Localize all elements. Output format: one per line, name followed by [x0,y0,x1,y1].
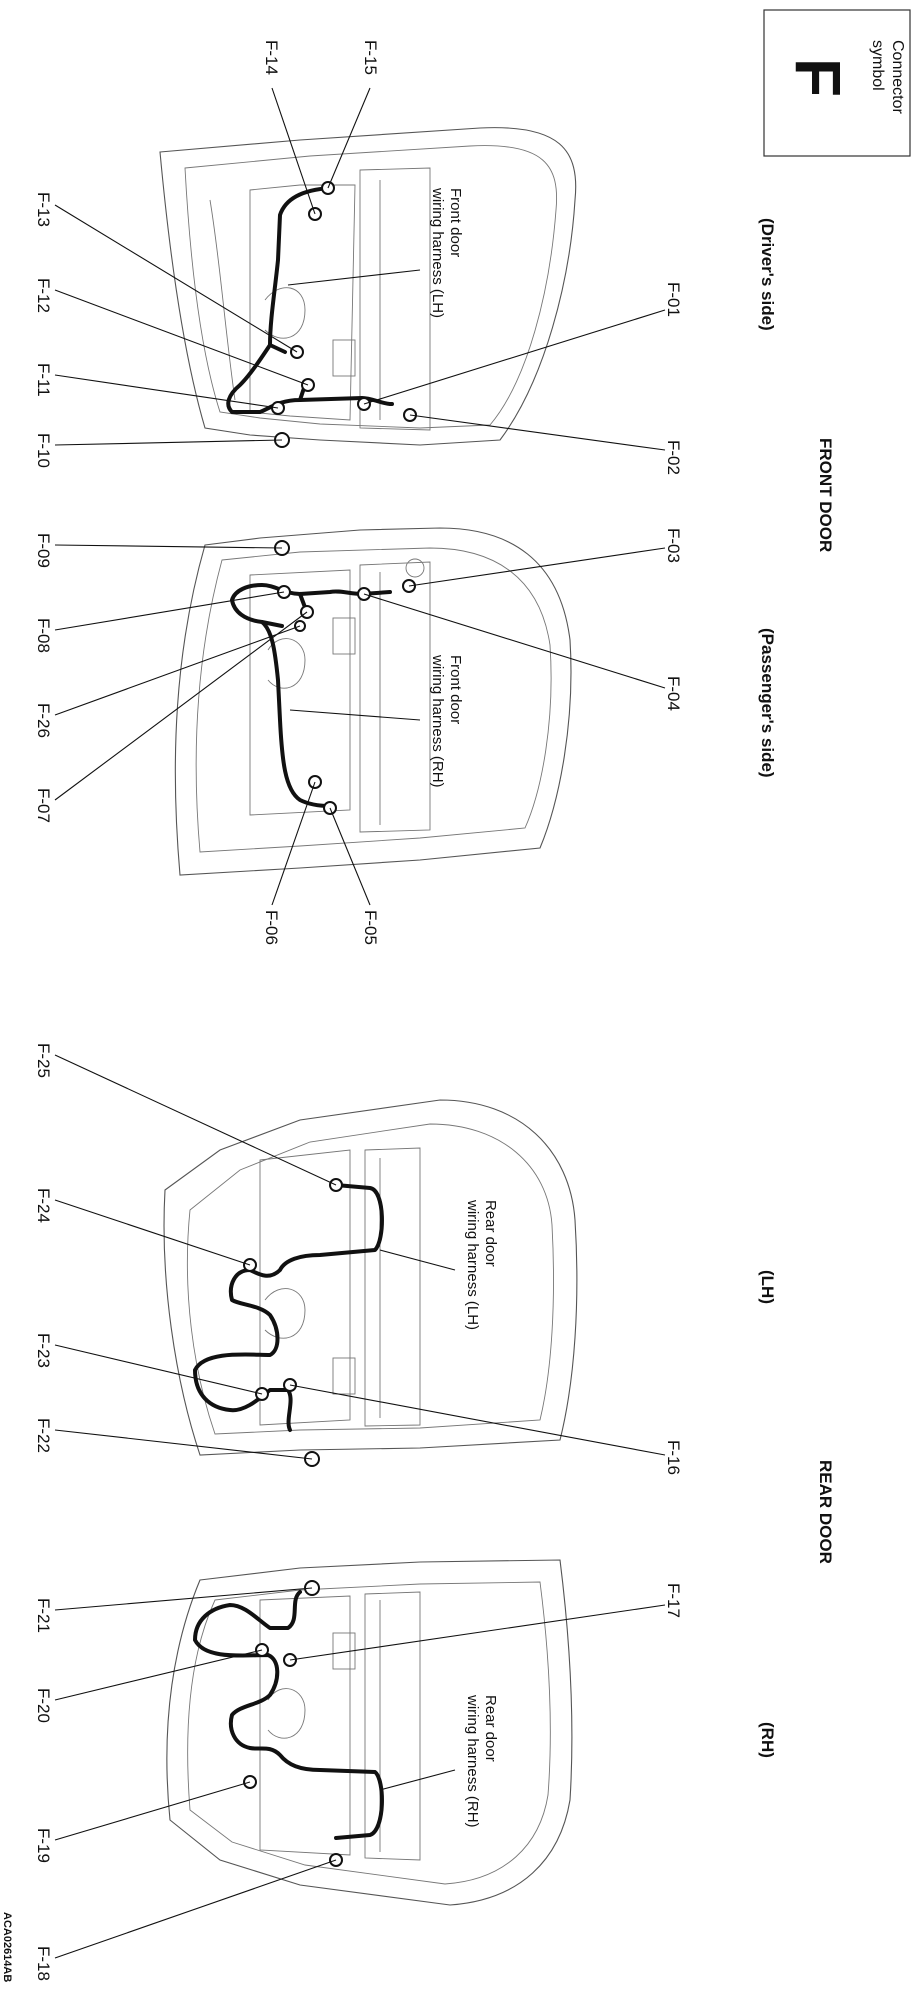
symbol-box-letter: F [782,58,854,97]
label-f01: F-01 [664,282,683,317]
front-door-header: FRONT DOOR [816,438,835,552]
symbol-box-line2: symbol [869,40,886,91]
leader-lines [54,87,666,1959]
drivers-side-header: (Driver's side) [758,218,777,331]
rear-rh-harness-label-2: wiring harness (RH) [464,1694,481,1828]
rear-door-lh-drawing [163,1099,578,1456]
label-f09: F-09 [34,533,53,568]
label-f07: F-07 [34,788,53,823]
front-lh-harness-label-1: Front door [447,188,464,257]
label-f13: F-13 [34,192,53,227]
label-f20: F-20 [34,1688,53,1723]
label-f04: F-04 [664,676,683,711]
label-f26: F-26 [34,703,53,738]
rh-header: (RH) [758,1722,777,1758]
rear-lh-harness-label-1: Rear door [482,1200,499,1267]
label-f03: F-03 [664,528,683,563]
passengers-side-header: (Passenger's side) [758,628,777,778]
label-f23: F-23 [34,1333,53,1368]
symbol-box-line1: Connector [889,40,906,114]
label-f21: F-21 [34,1598,53,1633]
lh-header: (LH) [758,1270,777,1304]
rear-lh-harness-label-2: wiring harness (LH) [464,1199,481,1330]
front-rh-harness [230,583,392,808]
label-f25: F-25 [34,1043,53,1078]
label-f19: F-19 [34,1828,53,1863]
rear-door-header: REAR DOOR [816,1460,835,1564]
rear-door-rh-drawing [166,1559,573,1906]
label-f18: F-18 [34,1946,53,1981]
label-f14: F-14 [262,40,281,75]
label-f12: F-12 [34,278,53,313]
label-f15: F-15 [361,40,380,75]
front-rh-harness-label-1: Front door [447,655,464,724]
label-f02: F-02 [664,440,683,475]
rear-rh-harness [193,1590,384,1840]
label-f10: F-10 [34,433,53,468]
label-f05: F-05 [361,910,380,945]
label-f16: F-16 [664,1440,683,1475]
label-f17: F-17 [664,1583,683,1618]
rear-lh-harness [193,1183,384,1432]
front-rh-harness-label-2: wiring harness (RH) [429,654,446,788]
connector-symbol-box: Connector symbol F [763,9,911,157]
label-f08: F-08 [34,618,53,653]
label-f22: F-22 [34,1418,53,1453]
front-door-lh-drawing [159,127,577,446]
label-f24: F-24 [34,1188,53,1223]
label-f06: F-06 [262,910,281,945]
figure-code: ACA02614AB [1,1912,13,1982]
front-lh-harness [226,186,394,414]
front-door-rh-drawing [174,527,572,876]
front-lh-harness-label-2: wiring harness (LH) [429,187,446,318]
rear-rh-harness-label-1: Rear door [482,1695,499,1762]
label-f11: F-11 [34,363,53,397]
